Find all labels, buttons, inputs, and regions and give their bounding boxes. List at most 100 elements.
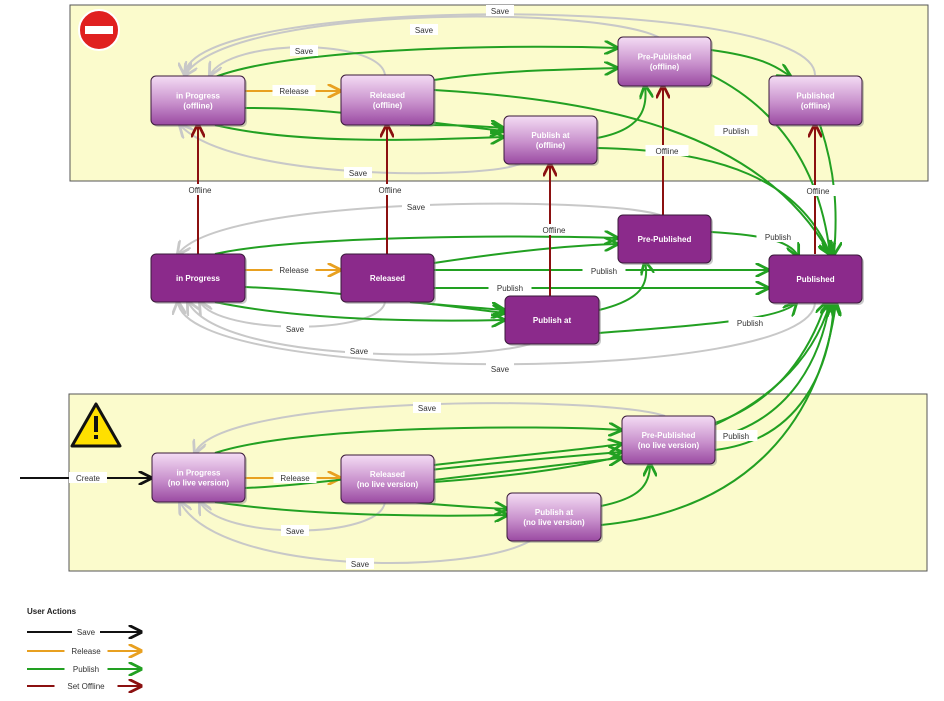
save-edge-label: Save [486,5,514,16]
state-node-in-progress-offline: in Progress(offline) [150,75,247,127]
svg-text:Publish: Publish [723,127,749,136]
svg-text:Publish: Publish [723,432,749,441]
node-sublabel: (offline) [801,102,831,111]
publish-edge [433,244,617,264]
publish-edge [710,49,790,76]
save-edge-label: Save [290,45,318,56]
state-node-in-progress: in Progress [150,253,247,304]
offline-edge-label: Offline [368,184,412,195]
svg-text:Offline: Offline [379,186,403,195]
publish-edge [433,89,830,254]
publish-edge [214,124,503,140]
release-edge-label: Release [272,85,316,96]
no-entry-icon [78,9,120,51]
save-edge-label: Save [344,167,372,178]
legend-label: Publish [73,665,99,674]
svg-text:Save: Save [350,347,369,356]
state-node-released-offline: Released(offline) [340,74,436,127]
svg-text:Create: Create [76,474,101,483]
node-sublabel: (no live version) [357,480,419,489]
publish-edge-label: Publish [714,430,758,441]
node-sublabel: (no live version) [638,441,700,450]
node-label: Publish at [535,508,574,517]
node-label: in Progress [176,274,221,283]
publish-edge [244,107,503,131]
publish-edge [214,47,617,78]
offline-edge-label: Offline [796,185,840,196]
svg-text:Publish: Publish [765,233,791,242]
save-edge-label: Save [486,363,514,374]
node-label: Released [370,274,405,283]
publish-edge [433,68,617,81]
svg-text:Release: Release [279,87,309,96]
node-sublabel: (offline) [650,63,680,72]
publish-edge [596,86,646,139]
publish-edge-label: Publish [714,125,758,136]
publish-edge [596,147,830,254]
node-label: Pre-Published [638,235,692,244]
offline-edge-label: Offline [532,224,576,235]
node-sublabel: (offline) [183,102,213,111]
state-node-publish-at-nlv: Publish at(no live version) [506,492,603,543]
state-node-in-progress-nlv: in Progress(no live version) [151,452,247,504]
node-label: Released [370,470,405,479]
svg-text:Offline: Offline [543,226,567,235]
svg-text:Offline: Offline [656,147,680,156]
create-edge-label: Create [69,472,107,483]
node-label: Publish at [533,316,572,325]
state-node-released-nlv: Released(no live version) [340,454,436,505]
svg-text:Save: Save [286,325,305,334]
svg-text:Offline: Offline [807,187,831,196]
save-edge-label: Save [410,24,438,35]
publish-edge-label: Publish [582,265,626,276]
legend-item-publish: Publish [27,663,141,674]
save-edge-label: Save [413,402,441,413]
svg-text:Save: Save [286,527,305,536]
save-edge-label: Save [346,558,374,569]
svg-text:Save: Save [418,404,437,413]
publish-edge-label: Publish [728,317,772,328]
publish-edge [600,464,650,507]
publish-edge [433,444,621,466]
state-node-pre-published-nlv: Pre-Published(no live version) [621,415,717,466]
publish-edge [409,301,504,310]
state-node-pre-published: Pre-Published [617,214,713,265]
node-label: Published [796,275,834,284]
legend-title: User Actions [27,607,77,616]
warning-icon [70,402,122,448]
svg-text:Save: Save [351,560,370,569]
publish-edge [598,262,646,311]
svg-text:Save: Save [407,203,426,212]
svg-text:Save: Save [491,7,510,16]
state-node-published: Published [768,254,864,305]
legend-item-offline: Set Offline [27,680,141,691]
node-label: Publish at [531,131,570,140]
node-label: Published [796,92,834,101]
publish-edge-label: Publish [756,231,800,242]
save-edge [185,15,661,75]
svg-text:Publish: Publish [737,319,763,328]
release-edge-label: Release [272,264,316,275]
save-edge-label: Save [281,525,309,536]
state-node-released: Released [340,253,436,304]
publish-edge [214,237,617,255]
publish-edge [214,427,621,454]
svg-text:Offline: Offline [189,186,213,195]
node-label: Pre-Published [638,53,692,62]
state-node-pre-published-offline: Pre-Published(offline) [617,36,713,88]
svg-text:Release: Release [280,474,310,483]
legend-item-release: Release [27,645,141,656]
state-node-publish-at: Publish at [504,295,601,346]
legend-label: Set Offline [67,682,105,691]
legend-item-save: Save [27,626,141,637]
legend-label: Release [71,647,101,656]
publish-edge [710,74,830,254]
save-edge-label: Save [345,345,373,356]
publish-edge-label: Publish [488,282,532,293]
offline-edge-label: Offline [178,184,222,195]
svg-text:Save: Save [295,47,314,56]
save-edge-label: Save [402,201,430,212]
svg-text:Save: Save [349,169,368,178]
